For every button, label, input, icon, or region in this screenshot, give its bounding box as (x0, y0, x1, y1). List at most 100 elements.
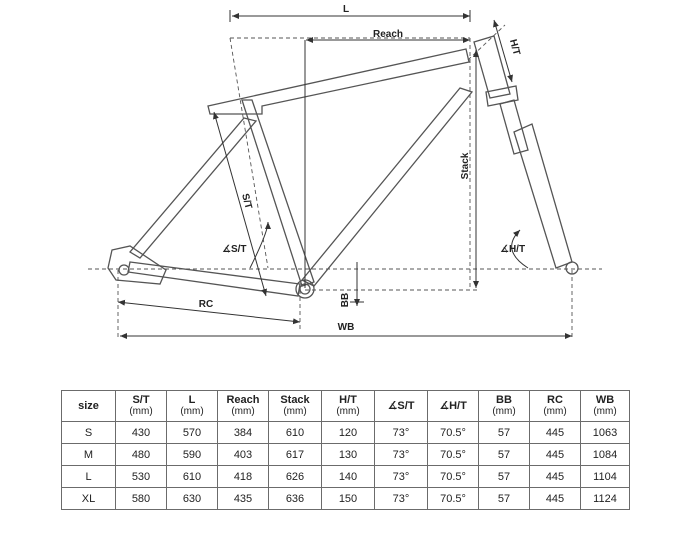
column-header: Reach(mm) (217, 390, 269, 422)
fork-crown (485, 85, 519, 107)
dimension-lines (117, 10, 572, 339)
table-cell: 70.5° (427, 421, 479, 444)
table-cell: 73° (374, 465, 428, 488)
table-cell: 150 (321, 487, 375, 510)
table-cell: 435 (217, 487, 269, 510)
table-cell: 1104 (580, 465, 630, 488)
label-angle-st: ∡S/T (222, 244, 247, 255)
fork-stanchion (499, 99, 529, 155)
column-header-label: H/T (339, 394, 357, 406)
head-tube (473, 35, 511, 99)
table-cell: 73° (374, 443, 428, 466)
label-ht: H/T (507, 38, 522, 56)
dim-st (213, 111, 267, 297)
column-header: RC(mm) (529, 390, 581, 422)
column-header-label: RC (547, 394, 563, 406)
size-cell: S (61, 421, 116, 444)
construction-lines (88, 24, 602, 340)
table-cell: 626 (268, 465, 322, 488)
table-cell: 1084 (580, 443, 630, 466)
table-cell: 70.5° (427, 443, 479, 466)
table-cell: 445 (529, 487, 581, 510)
seat-tube (241, 99, 315, 287)
front-axle (565, 261, 579, 275)
table-cell: 636 (268, 487, 322, 510)
column-header-label: WB (595, 394, 615, 406)
label-bb: BB (340, 293, 351, 307)
label-st: S/T (239, 192, 254, 210)
table-cell: 590 (166, 443, 218, 466)
table-cell: 580 (115, 487, 167, 510)
table-cell: 610 (268, 421, 322, 444)
table-cell: 570 (166, 421, 218, 444)
label-rc: RC (199, 299, 213, 310)
size-cell: XL (61, 487, 116, 510)
table-cell: 1124 (580, 487, 630, 510)
column-header-label: ∡H/T (439, 399, 467, 412)
table-cell: 418 (217, 465, 269, 488)
table-cell: 445 (529, 465, 581, 488)
seat-stay (129, 117, 258, 259)
table-cell: 140 (321, 465, 375, 488)
column-header: L(mm) (166, 390, 218, 422)
down-tube (300, 87, 474, 287)
column-header-unit: (mm) (336, 406, 360, 417)
top-tube (207, 48, 470, 115)
column-header: ∡S/T (374, 390, 428, 422)
column-header-label: L (188, 394, 196, 406)
table-cell: 57 (478, 487, 530, 510)
column-header: H/T(mm) (321, 390, 375, 422)
column-header-unit: (mm) (231, 406, 255, 417)
column-header-label: Reach (226, 394, 260, 406)
column-header-unit: (mm) (283, 406, 307, 417)
size-cell: L (61, 465, 116, 488)
chain-stay (127, 261, 301, 297)
table-cell: 120 (321, 421, 375, 444)
table-cell: 630 (166, 487, 218, 510)
column-header: Stack(mm) (268, 390, 322, 422)
column-header: S/T(mm) (115, 390, 167, 422)
label-angle-ht: ∡H/T (500, 244, 525, 255)
label-L: L (343, 4, 349, 15)
table-cell: 73° (374, 487, 428, 510)
table-cell: 57 (478, 465, 530, 488)
table-cell: 73° (374, 421, 428, 444)
column-header-label: ∡S/T (387, 399, 415, 412)
column-header-unit: (mm) (180, 406, 204, 417)
table-cell: 384 (217, 421, 269, 444)
table-cell: 130 (321, 443, 375, 466)
column-header-unit: (mm) (492, 406, 516, 417)
table-cell: 57 (478, 443, 530, 466)
table-cell: 1063 (580, 421, 630, 444)
table-cell: 430 (115, 421, 167, 444)
rear-dropout (107, 245, 167, 285)
bike-frame (107, 35, 579, 299)
table-cell: 480 (115, 443, 167, 466)
column-header-unit: (mm) (129, 406, 153, 417)
column-header-label: BB (496, 394, 512, 406)
label-wb: WB (338, 322, 355, 333)
frame-geometry-diagram: L Reach H/T Stack S/T ∡S/T ∡H/T BB RC WB (88, 4, 602, 340)
size-cell: M (61, 443, 116, 466)
table-cell: 445 (529, 421, 581, 444)
table-cell: 610 (166, 465, 218, 488)
table-cell: 70.5° (427, 487, 479, 510)
dim-rc (117, 299, 301, 325)
label-stack: Stack (460, 152, 471, 179)
column-header: WB(mm) (580, 390, 630, 422)
column-header: size (61, 390, 116, 422)
table-cell: 445 (529, 443, 581, 466)
table-cell: 70.5° (427, 465, 479, 488)
table-cell: 530 (115, 465, 167, 488)
dim-ht (493, 19, 513, 83)
column-header-label: S/T (132, 394, 150, 406)
angle-arc-st (249, 221, 271, 269)
table-cell: 403 (217, 443, 269, 466)
column-header-unit: (mm) (593, 406, 617, 417)
column-header-label: size (78, 399, 99, 412)
column-header: BB(mm) (478, 390, 530, 422)
